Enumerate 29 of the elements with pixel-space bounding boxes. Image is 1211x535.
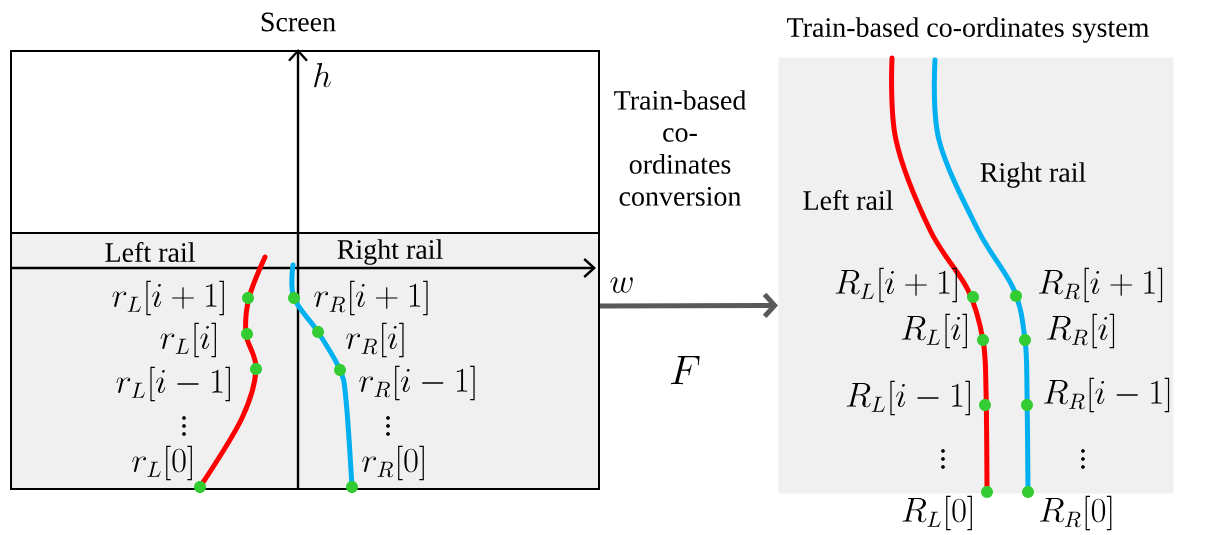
point-label: $r_R[i]$ — [346, 322, 404, 358]
rail-label: Right rail — [337, 239, 443, 265]
point-label: $R_L[i]$ — [901, 313, 967, 349]
node-label: Screen — [261, 12, 336, 32]
point-label: $R_R[i+1]$ — [1039, 267, 1163, 303]
point-label: $r_R[i-1]$ — [359, 365, 475, 401]
point-label: $R_R[i-1]$ — [1044, 377, 1170, 413]
point-label: $R_R[i]$ — [1047, 313, 1115, 349]
rail-label: Right rail — [980, 162, 1086, 188]
axis-label: $w$ — [610, 277, 633, 293]
point-label: $R_L[i-1]$ — [846, 380, 970, 416]
point-label: $r_L[i+1]$ — [112, 280, 224, 316]
arrow — [600, 292, 778, 319]
conversion-text: Train-based co-ordinates conversion — [614, 90, 747, 206]
point-label: $r_R[i+1]$ — [314, 280, 428, 316]
edge-label: $F$ — [667, 353, 703, 387]
point-label: $r_L[i]$ — [160, 322, 216, 358]
ellipsis-mark: $\vdots$ — [386, 416, 390, 436]
node-label: Train-based co-ordinates system — [787, 17, 1150, 43]
ellipsis-mark: $\vdots$ — [941, 449, 945, 469]
point-label: $r_L[0]$ — [132, 445, 192, 481]
rail-label: Left rail — [803, 190, 893, 210]
rail-label: Left rail — [105, 242, 195, 262]
point-label: $r_L[i-1]$ — [116, 366, 230, 402]
ellipsis-mark: $\vdots$ — [1081, 449, 1085, 469]
axis-label: $h$ — [314, 63, 331, 88]
point-label: $r_R[0]$ — [362, 445, 424, 481]
point-label: $R_L[i+1]$ — [835, 267, 957, 303]
ellipsis-mark: $\vdots$ — [182, 416, 186, 436]
